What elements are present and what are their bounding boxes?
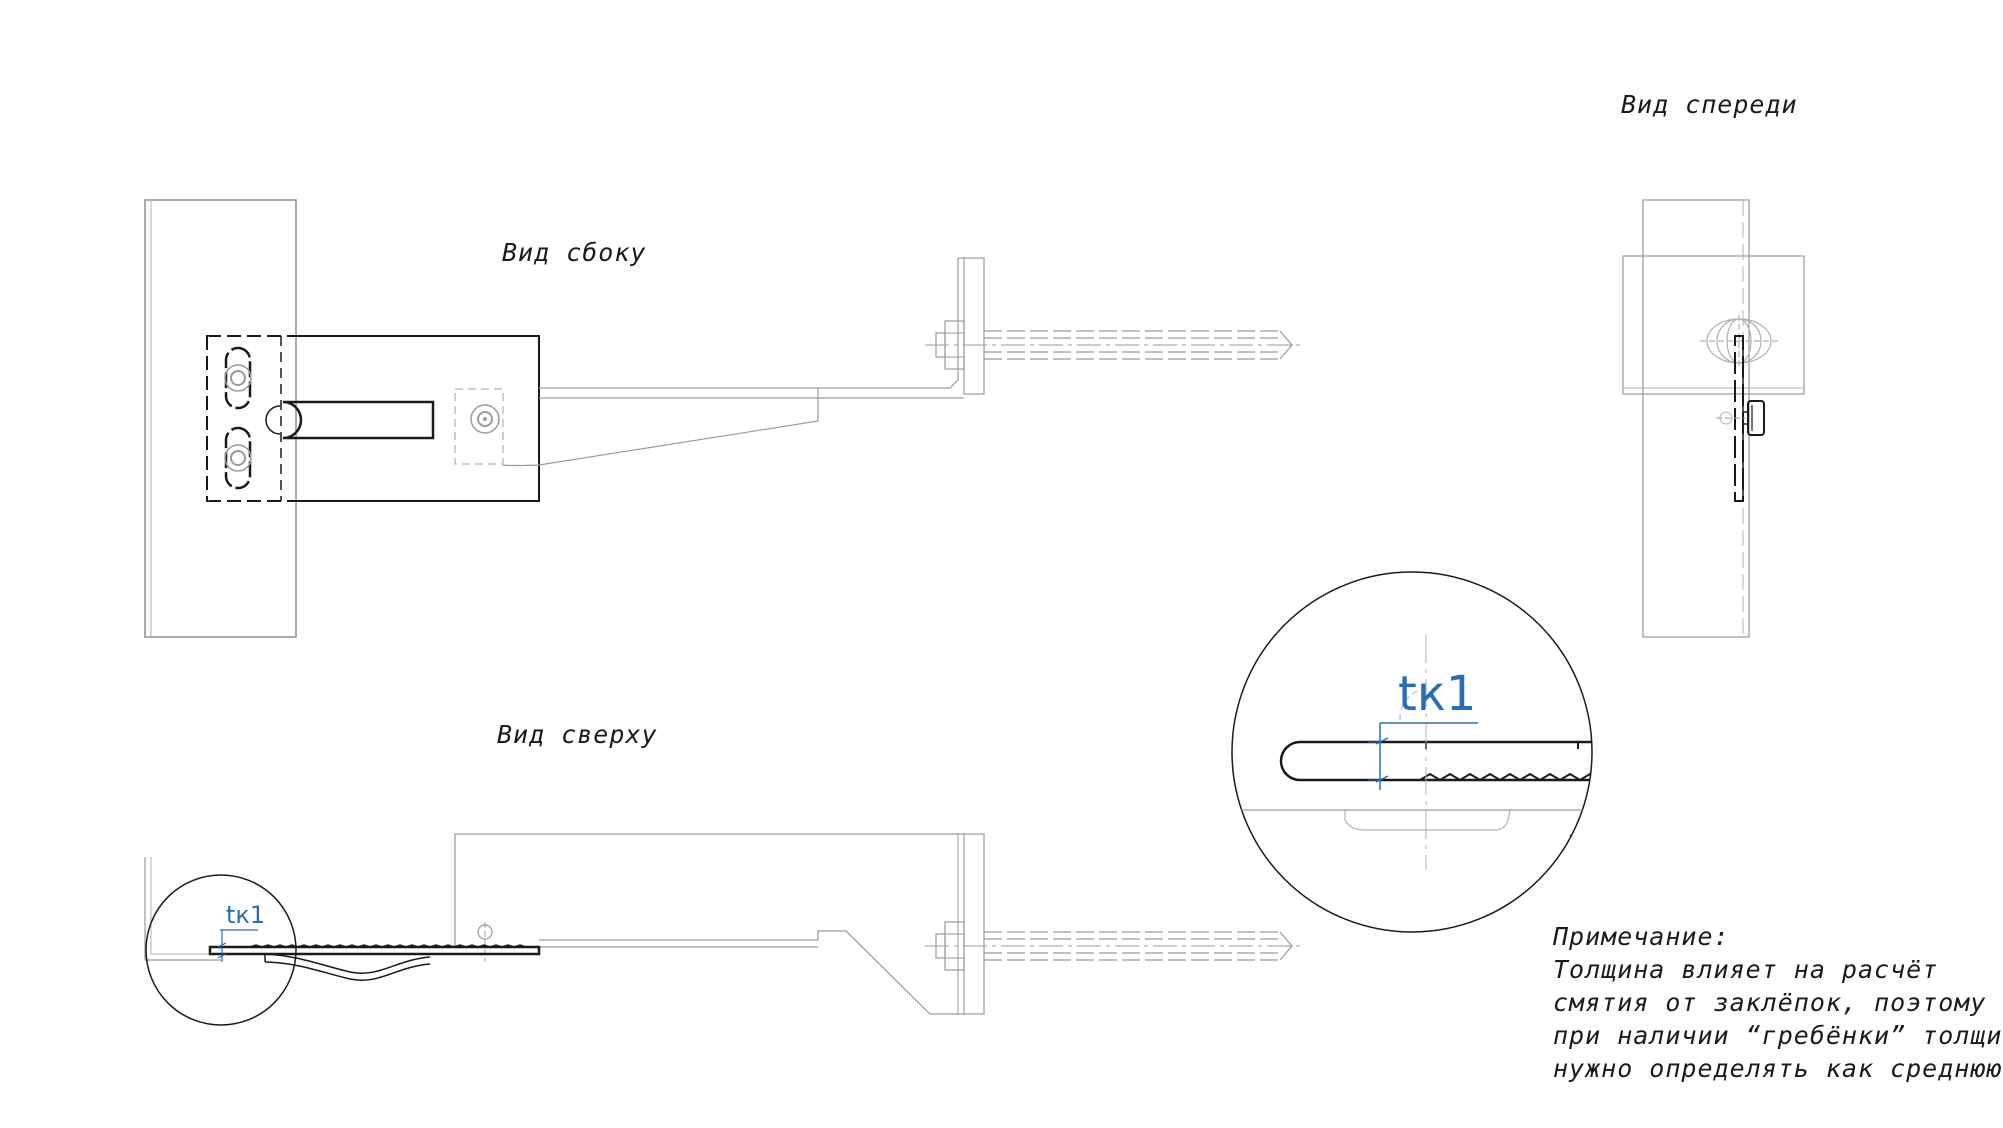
top-view-end-flange: [963, 833, 985, 1015]
anchor-slot-lower: [224, 426, 252, 490]
front-view-bolt-head: [1700, 315, 1780, 367]
top-view-bracket-plate: [208, 945, 541, 956]
side-view-console-arm: [539, 258, 959, 389]
side-view-end-flange: [963, 257, 985, 395]
note-line-3: при наличии “гребёнки” толщину: [1553, 1021, 2003, 1050]
side-view-bracket-plate: [206, 335, 540, 502]
front-view-rivet: [1747, 400, 1765, 436]
side-view-rivet: [470, 404, 500, 434]
top-view-console: [454, 833, 964, 947]
top-view-bolt: [984, 931, 1280, 961]
note: Примечание: Толщина влияет на расчёт смя…: [1553, 920, 2003, 1085]
note-line-1: Толщина влияет на расчёт: [1553, 955, 1939, 984]
top-view-dimension-tk1: [217, 929, 258, 962]
side-view-bolt: [984, 330, 1280, 360]
note-title: Примечание:: [1553, 922, 1730, 951]
side-view-wall: [144, 199, 297, 638]
top-view-dimension-label: tк1: [226, 901, 266, 929]
front-view: [1622, 199, 1805, 638]
top-view-label: Вид сверху: [497, 720, 658, 749]
note-line-4: нужно определять как среднюю: [1553, 1054, 2003, 1083]
side-view-label: Вид сбоку: [502, 238, 647, 267]
detail-dimension-tk1: [1368, 722, 1478, 790]
side-view: [144, 199, 1300, 638]
detail-circle: [1231, 571, 1593, 933]
top-view: [144, 833, 1300, 1026]
top-view-detail-callout: [145, 874, 297, 1026]
front-view-wall: [1642, 199, 1750, 638]
side-view-long-slot: [282, 400, 435, 440]
anchor-slot-upper: [224, 346, 252, 410]
detail-dimension-label: tк1: [1398, 666, 1477, 722]
detail-view: [1231, 571, 1593, 933]
detail-plate: [1279, 740, 1592, 782]
top-view-wall: [144, 857, 221, 961]
top-view-bent-tab: [264, 953, 431, 974]
front-view-console: [1622, 255, 1805, 395]
note-line-2: смятия от заклёпок, поэтому: [1553, 988, 1987, 1017]
front-view-label: Вид спереди: [1621, 90, 1798, 119]
